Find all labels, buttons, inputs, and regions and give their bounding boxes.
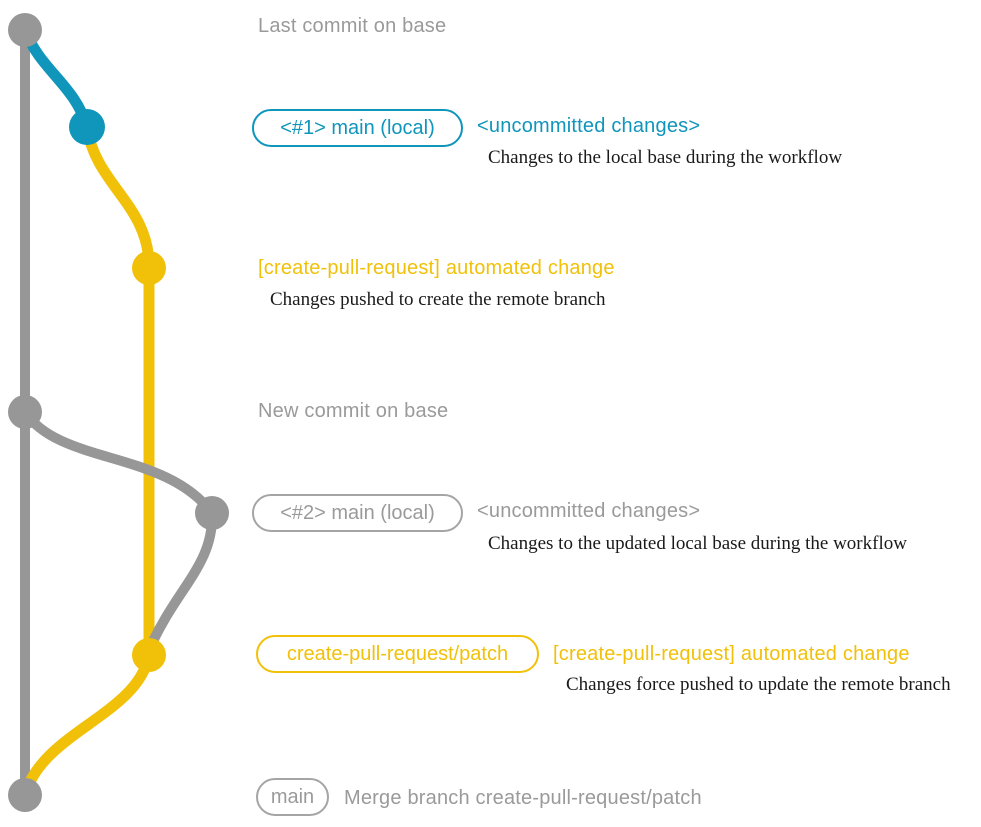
uncommitted-changes-1-label: <uncommitted changes>	[477, 115, 701, 137]
patch-merge-curve	[19, 653, 155, 797]
automated-change-2-label: [create-pull-request] automated change	[553, 643, 910, 665]
main-local-1-pill: <#1> main (local)	[252, 109, 463, 147]
commit-dot-last-base	[8, 13, 42, 47]
patch-branch-out-curve	[81, 126, 155, 269]
commit-dot-automated-change-1	[132, 251, 166, 285]
new-commit-label: New commit on base	[258, 400, 449, 422]
branch1-description: Changes to the local base during the wor…	[488, 147, 843, 168]
uncommitted-changes-2-label: <uncommitted changes>	[477, 500, 701, 522]
commit-dot-automated-change-2	[132, 638, 166, 672]
automated-change-1-label: [create-pull-request] automated change	[258, 257, 615, 279]
main-branch-pill: main	[256, 778, 329, 816]
rebase-curve	[20, 409, 217, 517]
commit-dot-new-base	[8, 395, 42, 429]
commit1-description: Changes pushed to create the remote bran…	[270, 289, 606, 310]
commit-dot-merge	[8, 778, 42, 812]
commit-dot-main-local-2	[195, 496, 229, 530]
last-commit-label: Last commit on base	[258, 15, 447, 37]
commit2-description: Changes force pushed to update the remot…	[566, 674, 951, 695]
main-local-2-pill: <#2> main (local)	[252, 494, 463, 532]
commit-dot-main-local-1	[69, 109, 105, 145]
branch2-description: Changes to the updated local base during…	[488, 533, 907, 554]
patch-branch-pill: create-pull-request/patch	[256, 635, 539, 673]
merge-commit-label: Merge branch create-pull-request/patch	[344, 787, 702, 809]
force-push-curve	[144, 512, 218, 652]
